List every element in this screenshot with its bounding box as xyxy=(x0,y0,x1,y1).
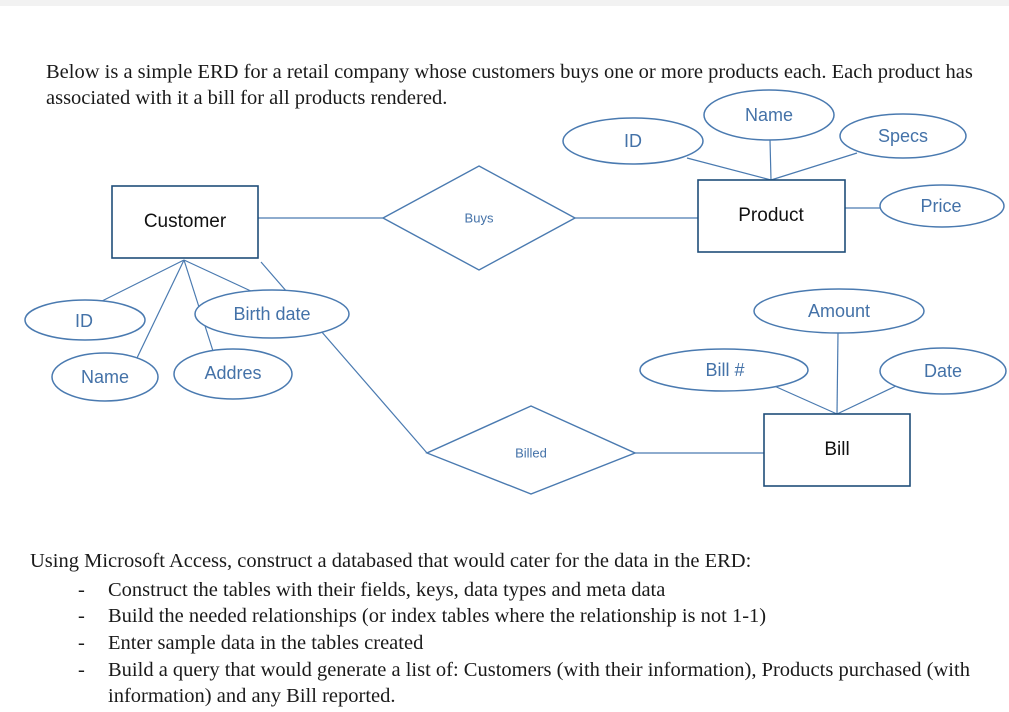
task-item-text: Enter sample data in the tables created xyxy=(108,631,424,654)
attribute-product-price[interactable]: Price xyxy=(879,184,1005,228)
attribute-product-price-ellipse xyxy=(879,184,1005,228)
attribute-customer-name-label: Name xyxy=(81,367,129,387)
attribute-customer-addres[interactable]: Addres xyxy=(173,348,293,400)
attribute-bill-number-ellipse xyxy=(639,348,809,392)
attribute-customer-addres-ellipse xyxy=(173,348,293,400)
attribute-customer-name-ellipse xyxy=(51,352,159,402)
task-list: - Construct the tables with their fields… xyxy=(30,577,990,710)
entity-bill-box xyxy=(763,413,911,487)
attribute-customer-addres-label: Addres xyxy=(204,363,261,383)
entity-bill-label: Bill xyxy=(824,439,849,460)
attribute-customer-id-ellipse xyxy=(24,299,146,341)
attribute-product-id-ellipse xyxy=(562,117,704,165)
attribute-product-name[interactable]: Name xyxy=(703,89,835,141)
attribute-product-price-label: Price xyxy=(920,196,961,216)
task-item-text: Construct the tables with their fields, … xyxy=(108,578,666,601)
connector-product-name xyxy=(769,139,772,181)
connector-customer-addres xyxy=(183,259,214,352)
attribute-bill-amount-label: Amount xyxy=(808,301,870,321)
attribute-bill-number-label: Bill # xyxy=(705,360,744,380)
relationship-buys[interactable]: Buys xyxy=(381,165,577,271)
attribute-bill-number[interactable]: Bill # xyxy=(639,348,809,392)
connector-bill-amount xyxy=(836,332,839,415)
connector-product-specs xyxy=(770,152,858,181)
task-section: Using Microsoft Access, construct a data… xyxy=(30,548,990,710)
attribute-bill-amount-ellipse xyxy=(753,288,925,334)
connector-customer-birth xyxy=(183,259,254,293)
task-item-text: Build the needed relationships (or index… xyxy=(108,605,767,628)
relationship-buys-diamond xyxy=(381,165,577,271)
attribute-product-specs-label: Specs xyxy=(878,126,928,146)
attribute-customer-id-label: ID xyxy=(75,311,93,331)
attribute-product-name-ellipse xyxy=(703,89,835,141)
attribute-product-id[interactable]: ID xyxy=(562,117,704,165)
entity-product-box xyxy=(697,179,846,253)
bullet-marker: - xyxy=(78,658,85,681)
task-item: - Enter sample data in the tables create… xyxy=(78,630,990,657)
attribute-customer-birth-date[interactable]: Birth date xyxy=(194,289,350,339)
entity-customer-box xyxy=(111,185,259,259)
connector-customer-id xyxy=(99,259,185,303)
attribute-bill-date[interactable]: Date xyxy=(879,347,1007,395)
intro-paragraph: Below is a simple ERD for a retail compa… xyxy=(46,60,973,109)
entity-bill[interactable]: Bill xyxy=(763,413,911,487)
connector-bill-date xyxy=(836,385,897,415)
relationship-billed[interactable]: Billed xyxy=(425,405,637,495)
task-item: - Build a query that would generate a li… xyxy=(78,657,990,710)
relationship-buys-label: Buys xyxy=(465,210,494,225)
connector-product-id xyxy=(686,157,772,181)
connector-customer-name xyxy=(135,259,185,361)
relationship-billed-label: Billed xyxy=(515,445,547,460)
attribute-product-name-label: Name xyxy=(745,105,793,125)
entity-product-label: Product xyxy=(738,205,804,226)
attribute-product-id-label: ID xyxy=(624,131,642,151)
bullet-marker: - xyxy=(78,578,85,601)
attribute-product-specs-ellipse xyxy=(839,113,967,159)
task-item: - Construct the tables with their fields… xyxy=(78,577,990,604)
task-item-text: Build a query that would generate a list… xyxy=(108,658,970,708)
erd-diagram: Customer Product Bill Buys Billed ID Nam… xyxy=(24,89,1007,495)
task-lead: Using Microsoft Access, construct a data… xyxy=(30,550,752,572)
entity-product[interactable]: Product xyxy=(697,179,846,253)
entity-customer-label: Customer xyxy=(144,211,227,232)
attribute-customer-birth-date-label: Birth date xyxy=(233,304,310,324)
attribute-customer-name[interactable]: Name xyxy=(51,352,159,402)
attribute-bill-date-label: Date xyxy=(924,361,962,381)
entity-customer[interactable]: Customer xyxy=(111,185,259,259)
attribute-customer-id[interactable]: ID xyxy=(24,299,146,341)
bullet-marker: - xyxy=(78,631,85,654)
bullet-marker: - xyxy=(78,605,85,628)
task-item: - Build the needed relationships (or ind… xyxy=(78,603,990,630)
attribute-bill-date-ellipse xyxy=(879,347,1007,395)
connector-bill-number xyxy=(771,384,838,415)
attribute-product-specs[interactable]: Specs xyxy=(839,113,967,159)
relationship-billed-diamond xyxy=(425,405,637,495)
clipped-top-banner xyxy=(0,0,1009,6)
attribute-customer-birth-date-ellipse xyxy=(194,289,350,339)
attribute-bill-amount[interactable]: Amount xyxy=(753,288,925,334)
